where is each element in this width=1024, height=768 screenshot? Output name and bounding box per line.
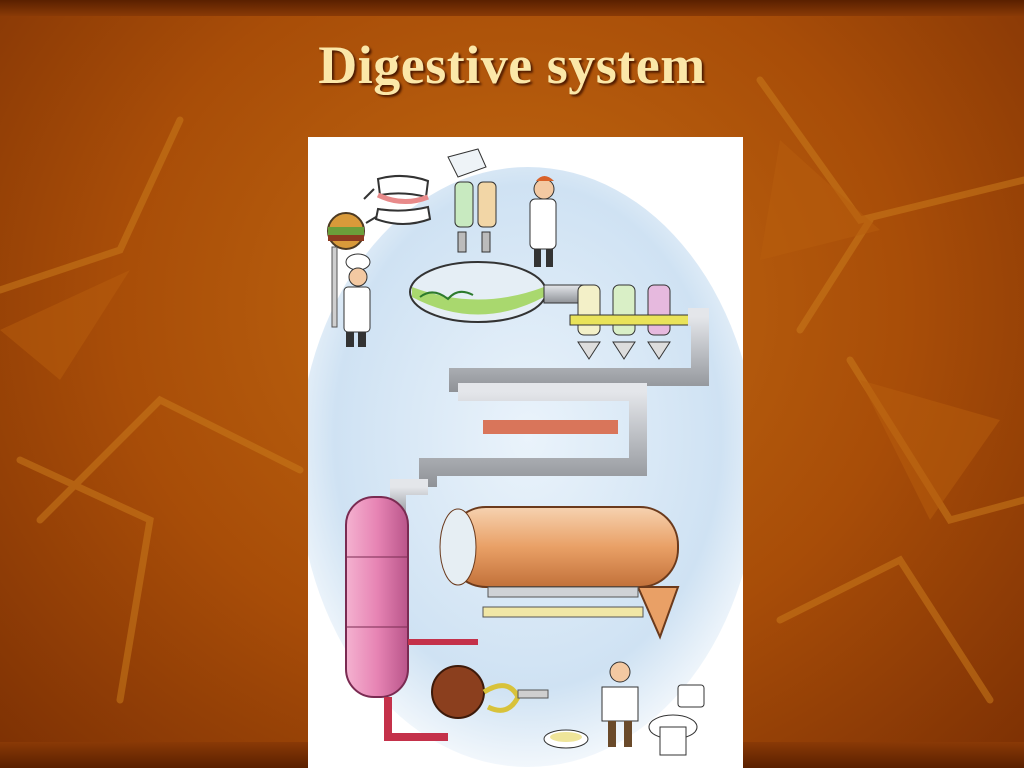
pink-storage-tank (345, 496, 478, 741)
saliva-flasks (447, 148, 497, 253)
top-border (0, 0, 1024, 16)
toilet-figure (648, 684, 705, 756)
digestive-system-illustration (308, 137, 743, 768)
stomach-vat (409, 261, 585, 323)
slide-title: Digestive system (318, 35, 706, 95)
brown-flask (431, 665, 549, 719)
chef-with-burger-figure (327, 212, 371, 347)
scientist-figure (529, 176, 557, 267)
digestive-machine-drawing (308, 148, 743, 767)
large-intestine-tank (439, 506, 680, 640)
bowl-figure (543, 729, 589, 749)
man-reading-newspaper (601, 661, 639, 747)
teeth-mouth-figure (363, 175, 432, 225)
enzyme-flasks (569, 284, 701, 360)
